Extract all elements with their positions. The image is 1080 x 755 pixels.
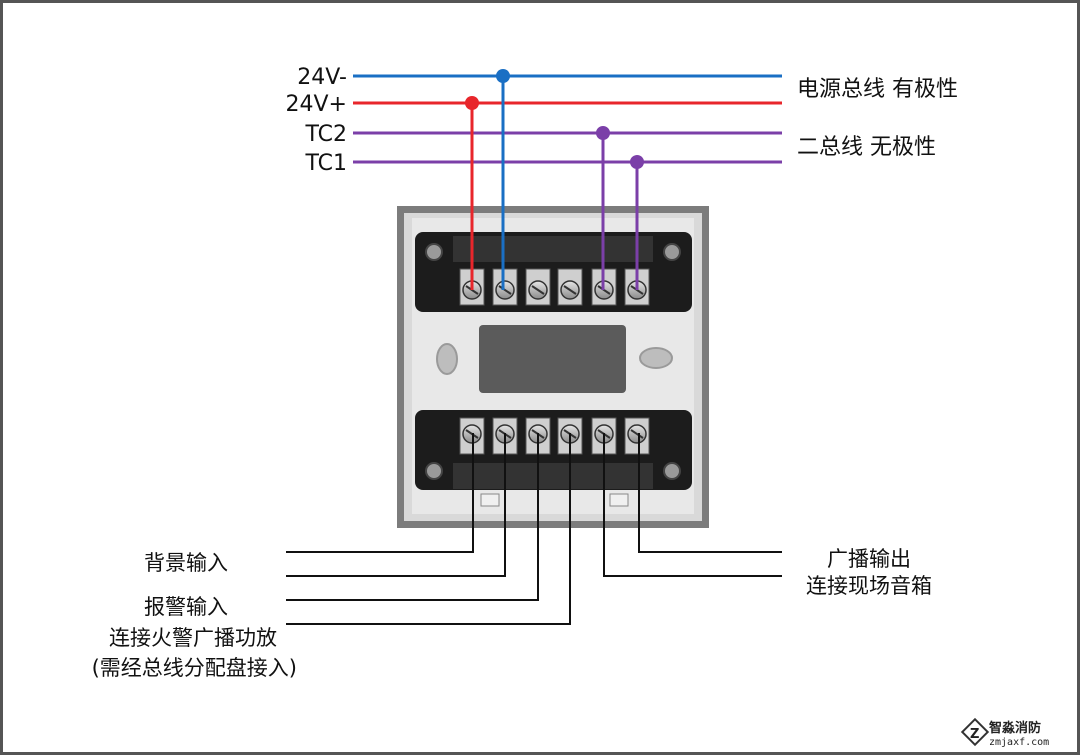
label-tc1: TC1 [304,151,347,176]
terminal-drops [465,69,644,290]
terminal-screw-icon [624,417,650,455]
bus-wires [353,74,782,164]
mounting-slot-left [436,343,458,375]
terminal-screw-icon [557,268,583,306]
watermark-url: zmjaxf.com [989,737,1049,748]
terminal-screw-icon [492,268,518,306]
module-device [397,206,709,528]
clip-tab [480,493,500,507]
wire-broadcast-output-1 [603,433,782,577]
label-alarm-input: 报警输入 [144,595,228,619]
wire-alarm-input-1 [286,433,539,601]
junction-dot-tc1 [630,155,644,169]
junction-dot-24v-positive [465,96,479,110]
label-two-wire-bus: 二总线 无极性 [797,135,936,160]
wire-background-input-2 [286,433,506,577]
top-terminal-rail [453,236,653,262]
watermark: Z 智淼消防 zmjaxf.com [960,717,1049,748]
junction-dot-tc2 [596,126,610,140]
label-background-input: 背景输入 [144,551,228,575]
label-connect-speakers: 连接现场音箱 [806,574,932,598]
label-alarm-note-2: (需经总线分配盘接入) [92,656,297,680]
clip-tab [609,493,629,507]
terminal-screw-icon [525,268,551,306]
label-power-bus: 电源总线 有极性 [797,77,958,102]
label-broadcast-output: 广播输出 [827,547,911,571]
watermark-logo-icon: Z [960,717,990,747]
wire-broadcast-output-2 [638,433,782,553]
display-window [479,325,626,393]
label-24v-positive: 24V+ [286,92,347,117]
screw-mount-icon [425,243,443,261]
svg-text:Z: Z [970,727,979,742]
signal-wires [286,433,782,625]
screw-mount-icon [663,462,681,480]
wire-background-input-1 [286,433,474,553]
top-terminal-screws [459,268,650,306]
screw-mount-icon [425,462,443,480]
mounting-slot-right [639,347,673,369]
label-tc2: TC2 [304,122,347,147]
junction-dot-24v-negative [496,69,510,83]
label-24v-negative: 24V- [297,65,347,90]
diagram-canvas: 24V- 24V+ TC2 TC1 电源总线 有极性 二总线 无极性 背景输入 … [92,65,1050,748]
bottom-terminal-rail [453,463,653,489]
label-alarm-note-1: 连接火警广播功放 [109,626,277,650]
wire-alarm-input-2 [286,433,571,625]
watermark-name: 智淼消防 [989,720,1041,736]
screw-mount-icon [663,243,681,261]
